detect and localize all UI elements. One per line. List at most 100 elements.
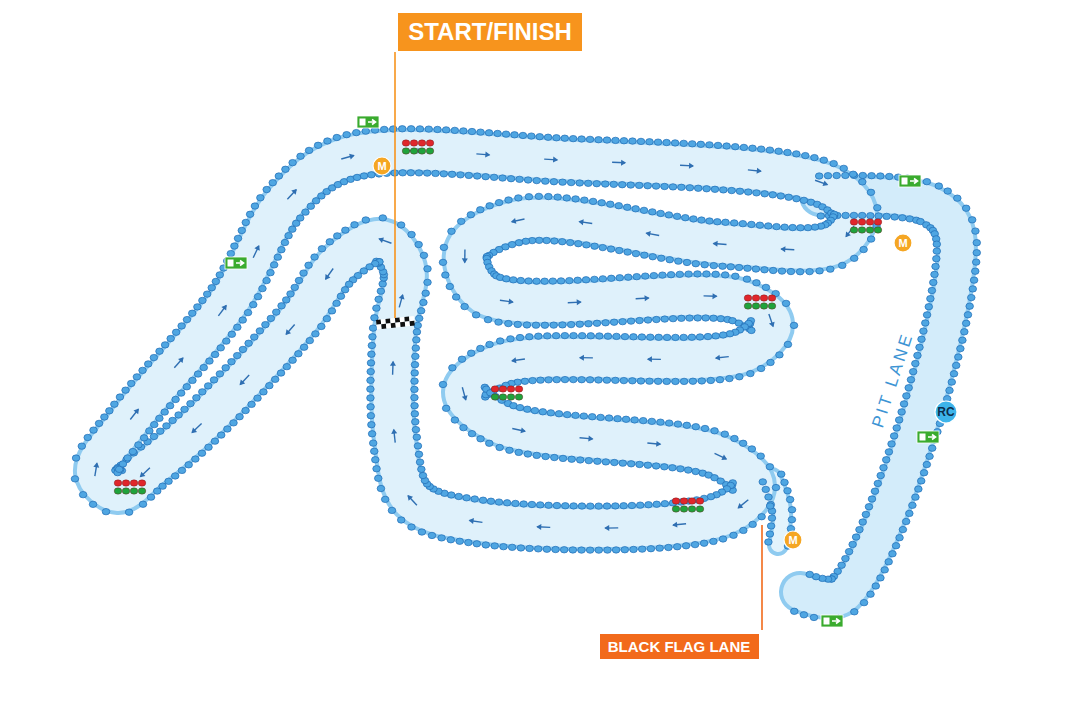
border-bead [700, 540, 708, 546]
border-bead [582, 277, 590, 283]
border-bead [672, 334, 680, 340]
border-bead [412, 353, 420, 359]
border-bead [547, 410, 555, 416]
border-bead [367, 395, 375, 401]
border-bead [968, 217, 976, 223]
border-bead [736, 374, 744, 380]
border-bead [491, 543, 499, 549]
border-bead [641, 252, 649, 258]
border-bead [505, 320, 513, 326]
direction-arrow [647, 356, 661, 362]
border-bead [333, 233, 341, 239]
border-bead [973, 250, 981, 256]
border-bead [534, 546, 542, 552]
border-bead [502, 131, 510, 137]
border-bead [127, 380, 135, 386]
border-bead [539, 409, 547, 415]
border-bead [714, 219, 722, 225]
direction-arrow [536, 524, 550, 531]
border-bead [806, 268, 814, 274]
direction-arrow [128, 407, 141, 422]
border-bead [166, 403, 174, 409]
border-bead [598, 200, 606, 206]
border-bead [367, 377, 375, 383]
border-bead [555, 411, 563, 417]
border-bead [618, 181, 626, 187]
border-bead [161, 409, 169, 415]
callout-box: START/FINISH [398, 13, 582, 51]
border-bead [778, 268, 786, 274]
border-bead [300, 270, 308, 276]
border-bead [324, 138, 332, 144]
border-bead [414, 322, 422, 328]
marshal-marker: M [783, 530, 803, 550]
border-bead [920, 470, 928, 476]
border-bead [554, 194, 562, 200]
border-bead [140, 435, 148, 441]
border-bead [929, 279, 937, 285]
border-bead [793, 195, 801, 201]
border-bead [477, 129, 485, 135]
border-bead [680, 334, 688, 340]
border-bead [428, 532, 436, 538]
border-bead [804, 224, 812, 230]
border-bead [820, 157, 828, 163]
border-bead [119, 461, 127, 467]
border-bead [615, 203, 623, 209]
border-bead [969, 286, 977, 292]
border-bead [627, 318, 635, 324]
light [122, 480, 130, 486]
direction-arrow [672, 521, 687, 528]
border-bead [467, 212, 475, 218]
border-bead [898, 409, 906, 415]
border-bead [612, 547, 620, 553]
border-bead [674, 421, 682, 427]
border-bead [559, 179, 567, 185]
border-bead [606, 201, 614, 207]
border-bead [680, 378, 688, 384]
track-lane [96, 151, 856, 528]
border-bead [890, 433, 898, 439]
border-bead [566, 239, 574, 245]
border-bead [222, 365, 230, 371]
border-bead [623, 204, 631, 210]
border-bead [440, 244, 448, 250]
border-bead [881, 567, 889, 573]
border-bead [824, 173, 832, 179]
border-bead [503, 500, 511, 506]
direction-arrow [283, 323, 297, 338]
border-bead [515, 195, 523, 201]
light [426, 140, 434, 146]
border-bead [923, 178, 931, 184]
border-bead [231, 243, 239, 249]
border-bead [129, 448, 137, 454]
checker-square [395, 318, 400, 323]
border-bead [125, 509, 133, 515]
border-bead [585, 321, 593, 327]
border-bead [931, 271, 939, 277]
border-bead [578, 376, 586, 382]
border-bead [903, 393, 911, 399]
border-bead [921, 320, 929, 326]
border-bead [663, 139, 671, 145]
border-bead [830, 160, 838, 166]
border-bead [706, 142, 714, 148]
border-bead [638, 546, 646, 552]
border-bead [473, 173, 481, 179]
border-bead [867, 236, 875, 242]
callout-text: BLACK FLAG LANE [608, 639, 751, 654]
direction-arrow [285, 187, 299, 201]
border-bead [923, 312, 931, 318]
border-bead [295, 351, 303, 357]
border-bead [637, 378, 645, 384]
border-bead [646, 378, 654, 384]
border-bead [622, 416, 630, 422]
border-bead [333, 134, 341, 140]
border-bead [194, 304, 202, 310]
border-bead [133, 374, 141, 380]
border-bead [909, 502, 917, 508]
border-bead [425, 126, 433, 132]
border-bead [418, 529, 426, 535]
border-bead [707, 377, 715, 383]
border-bead [458, 356, 466, 362]
